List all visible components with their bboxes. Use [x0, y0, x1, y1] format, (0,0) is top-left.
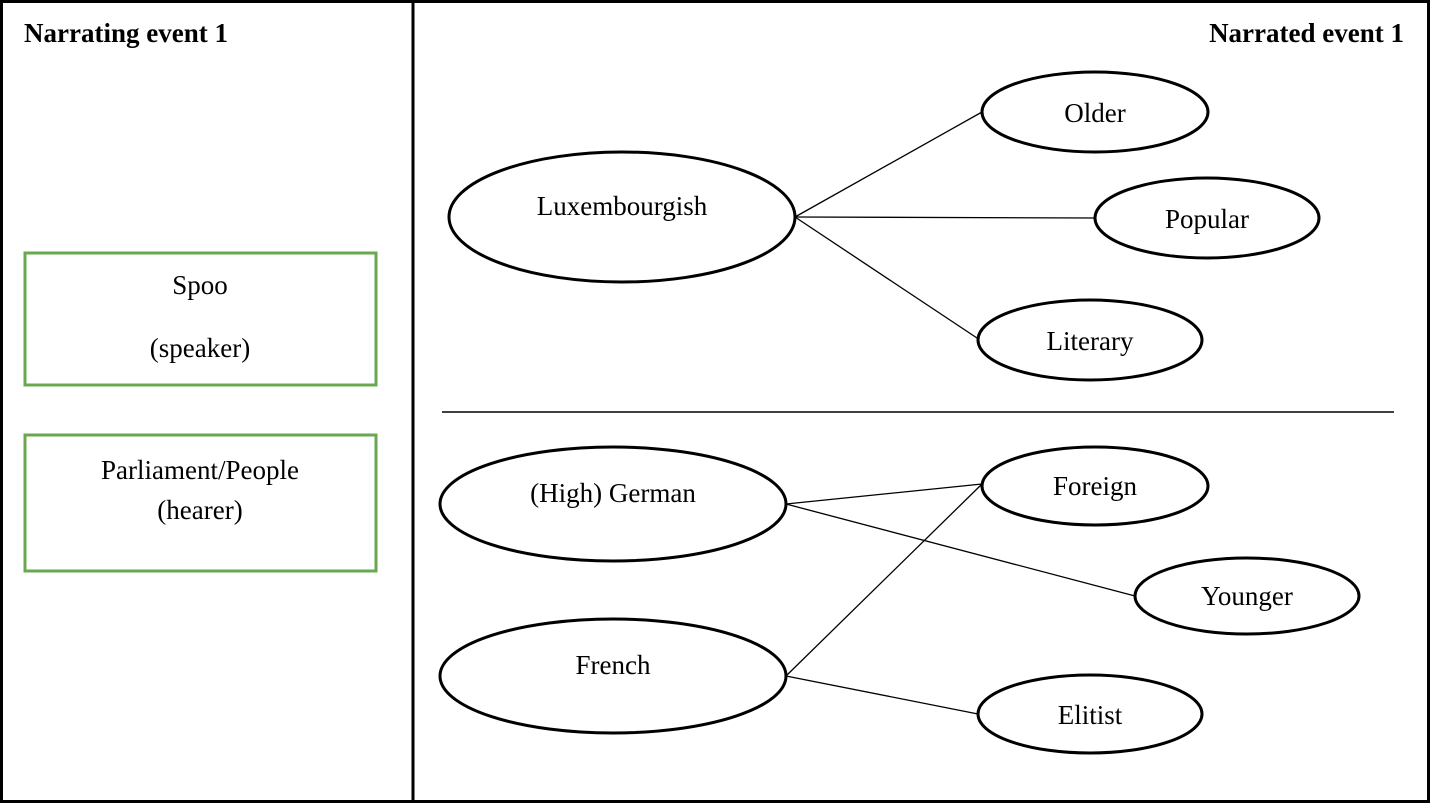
- node-popular: Popular: [1093, 176, 1321, 260]
- node-luxembourgish-shape: [447, 150, 797, 284]
- narrated-title: Narrated event 1: [1209, 18, 1404, 48]
- edge-french-elitist: [785, 675, 979, 715]
- speaker-box-border: [23, 251, 378, 387]
- node-popular-shape: [1093, 176, 1321, 260]
- node-literary-shape: [976, 298, 1204, 382]
- edge-luxembourgish-older: [794, 111, 983, 218]
- node-luxembourgish: Luxembourgish: [447, 150, 797, 284]
- node-french-shape: [438, 617, 788, 735]
- edge-french-foreign: [785, 483, 983, 677]
- node-foreign: Foreign: [980, 445, 1210, 527]
- node-older: Older: [980, 70, 1210, 154]
- node-french: French: [438, 617, 788, 735]
- node-elitist-shape: [976, 673, 1204, 755]
- node-foreign-label: Foreign: [1053, 471, 1137, 501]
- hearer-box-border: [23, 433, 378, 573]
- narrating-title: Narrating event 1: [24, 18, 228, 48]
- node-high-german-label: (High) German: [530, 478, 696, 508]
- hearer-box: Parliament/People (hearer): [23, 433, 378, 573]
- node-literary: Literary: [976, 298, 1204, 382]
- node-popular-label: Popular: [1165, 204, 1249, 234]
- node-french-label: French: [576, 650, 651, 680]
- speaker-name: Spoo: [172, 270, 228, 300]
- node-elitist-label: Elitist: [1058, 700, 1123, 730]
- narrated-panel: Narrated event 1 Luxembourgish Older Pop…: [438, 18, 1404, 755]
- node-luxembourgish-label: Luxembourgish: [537, 191, 708, 221]
- node-older-label: Older: [1064, 98, 1125, 128]
- node-younger-label: Younger: [1201, 581, 1293, 611]
- edge-luxembourgish-literary: [794, 216, 981, 341]
- node-elitist: Elitist: [976, 673, 1204, 755]
- speaker-box: Spoo (speaker): [23, 251, 378, 387]
- hearer-name: Parliament/People: [101, 455, 299, 485]
- narrating-panel: Narrating event 1 Spoo (speaker) Parliam…: [23, 18, 378, 573]
- node-high-german: (High) German: [438, 445, 788, 563]
- hearer-role: (hearer): [157, 495, 242, 525]
- node-older-shape: [980, 70, 1210, 154]
- node-foreign-shape: [980, 445, 1210, 527]
- node-literary-label: Literary: [1047, 326, 1134, 356]
- node-younger: Younger: [1133, 556, 1361, 636]
- edge-german-younger: [785, 503, 1136, 597]
- edge-german-foreign: [785, 483, 983, 505]
- node-younger-shape: [1133, 556, 1361, 636]
- node-high-german-shape: [438, 445, 788, 563]
- speaker-role: (speaker): [150, 333, 250, 363]
- edge-luxembourgish-popular: [794, 216, 1096, 219]
